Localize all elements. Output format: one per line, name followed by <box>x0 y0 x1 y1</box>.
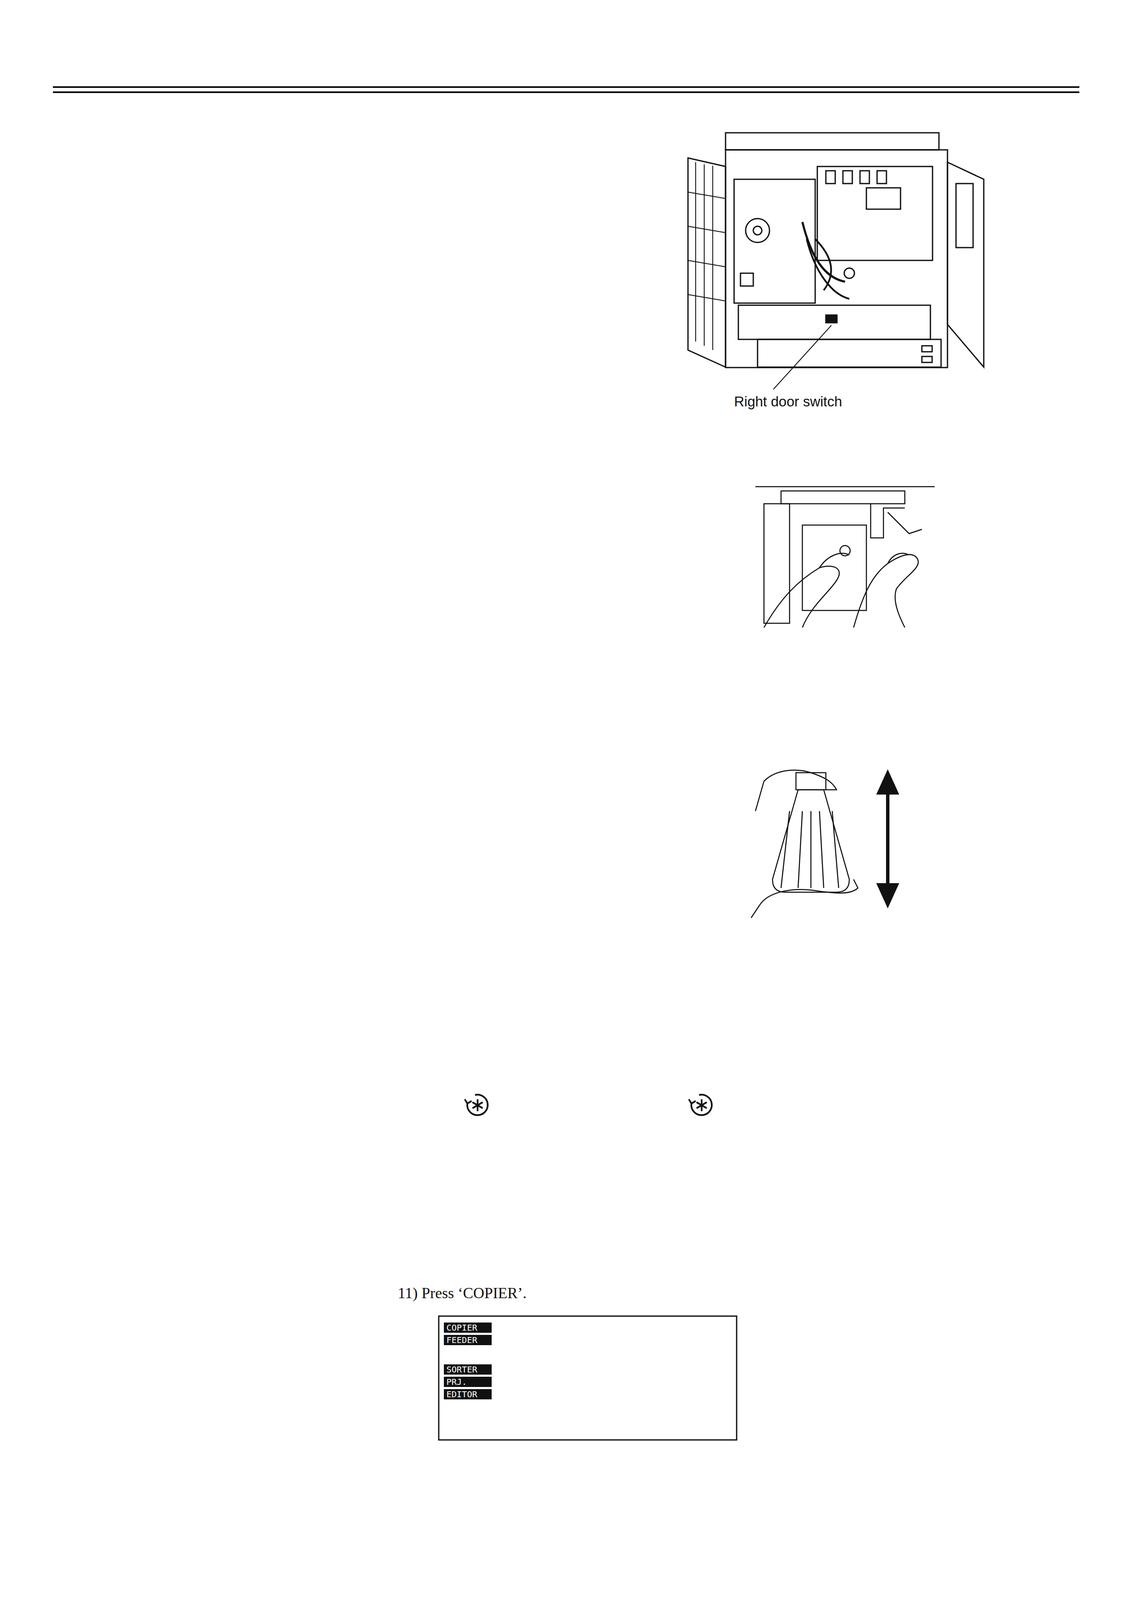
menu-text: COPIER <box>443 1322 492 1333</box>
menu-text: FEEDER <box>443 1334 492 1345</box>
copier-illustration <box>687 132 984 390</box>
star-key-symbol <box>464 1094 488 1115</box>
rule <box>52 91 1080 94</box>
menu-text: PRJ. <box>443 1376 492 1387</box>
menu-item: SORTER <box>443 1364 492 1375</box>
display-screen <box>438 1315 737 1440</box>
menu-item: EDITOR <box>443 1388 492 1400</box>
menu-text: EDITOR <box>443 1388 492 1400</box>
rule <box>52 86 1080 88</box>
menu-item: PRJ. <box>443 1376 492 1387</box>
menu-item: COPIER <box>443 1322 492 1333</box>
part-label: Right door switch <box>734 393 843 410</box>
menu-text: SORTER <box>443 1364 492 1375</box>
step-text: 11) Press ‘COPIER’. <box>397 1283 527 1302</box>
hands-illustration <box>755 486 935 628</box>
star-key-symbol <box>688 1094 712 1115</box>
bottle-illustration <box>751 769 899 918</box>
menu-item: FEEDER <box>443 1334 492 1345</box>
